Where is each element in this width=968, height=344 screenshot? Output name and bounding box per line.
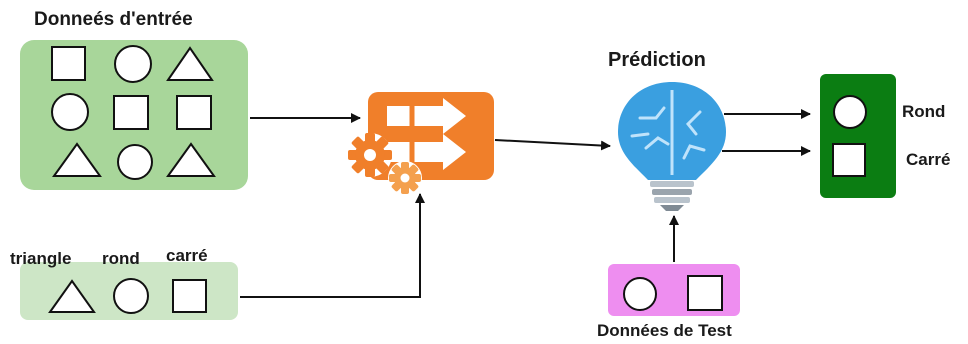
label-triangle: triangle [10, 249, 72, 268]
brain-bulb-icon [618, 82, 726, 211]
model-training-icon [368, 92, 494, 180]
input-data-box [20, 40, 248, 190]
square-shape [172, 279, 207, 313]
square-shape [176, 95, 212, 130]
output-label-carre: Carré [906, 150, 951, 169]
square-shape [832, 143, 866, 177]
label-carre: carré [166, 246, 208, 265]
circle-shape [113, 278, 149, 314]
arrow-labels-to-model [240, 193, 425, 298]
circle-shape [117, 144, 153, 180]
label-rond: rond [102, 249, 140, 268]
output-box [820, 74, 896, 198]
test-data-box [608, 264, 740, 316]
prediction-title: Prédiction [608, 49, 706, 71]
circle-shape [51, 93, 89, 131]
square-shape [687, 275, 723, 311]
circle-shape [114, 45, 152, 83]
output-label-rond: Rond [902, 102, 946, 121]
triangle-shape [48, 279, 96, 313]
triangle-shape [166, 142, 216, 177]
square-shape [51, 46, 86, 81]
arrows [240, 109, 811, 298]
test-data-title: Données de Test [597, 321, 732, 340]
circle-shape [833, 95, 867, 129]
arrow-model-to-prediction [494, 139, 611, 151]
labeled-data-box [20, 262, 238, 320]
triangle-shape [52, 142, 102, 177]
circle-shape [623, 277, 657, 311]
gears-icon [348, 133, 422, 195]
triangle-shape [166, 46, 214, 81]
input-data-title: Donneés d'entrée [34, 9, 193, 30]
square-shape [113, 95, 149, 130]
